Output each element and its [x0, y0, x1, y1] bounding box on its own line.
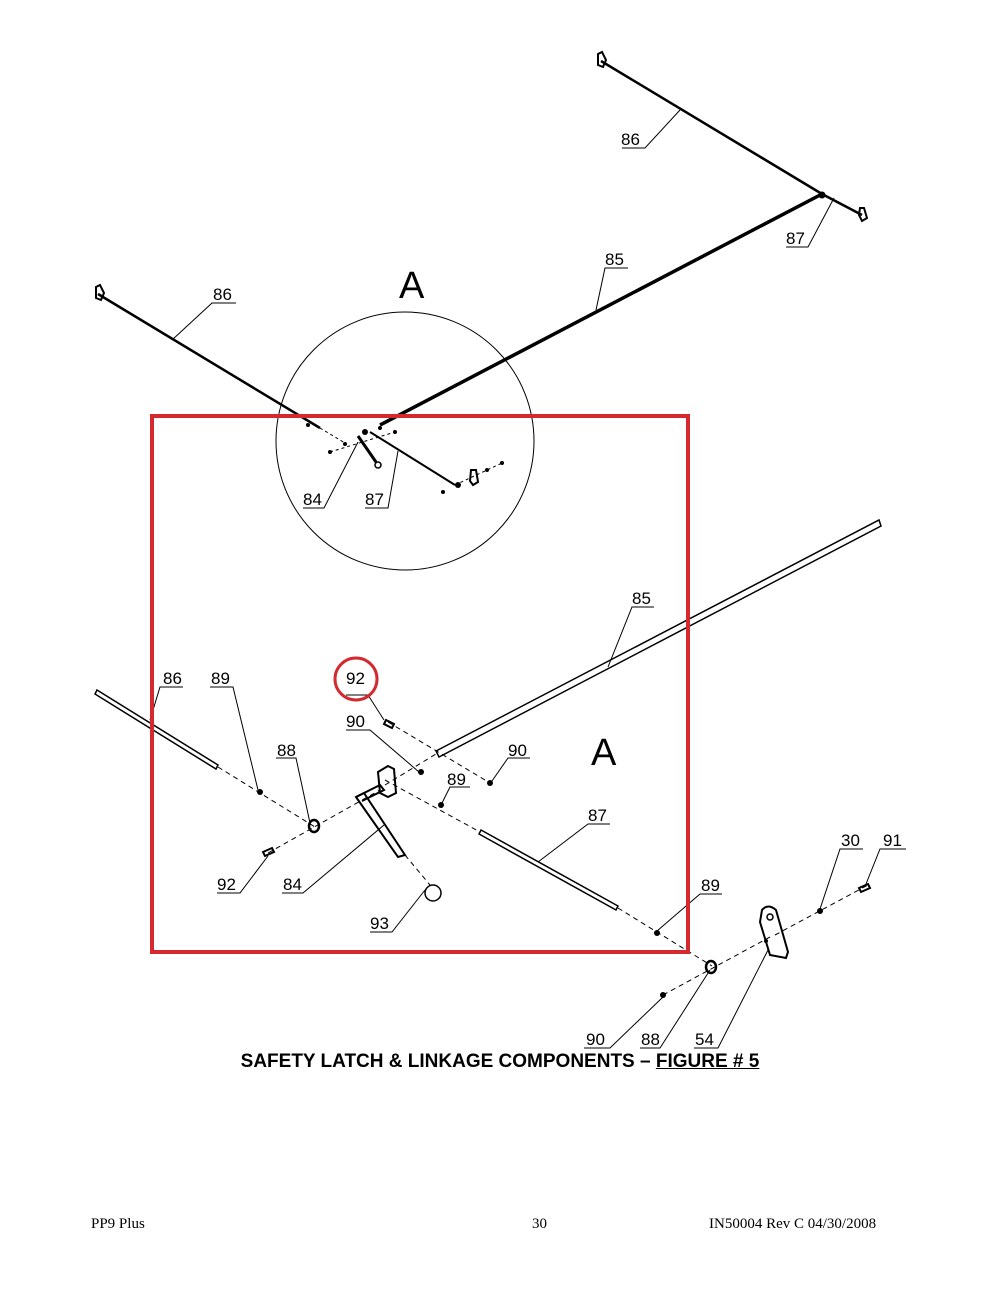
callout-85: 85: [605, 250, 624, 269]
callout-underlines: [346, 694, 368, 731]
caption-text: SAFETY LATCH & LINKAGE COMPONENTS –: [240, 1051, 656, 1072]
clip-dots: [257, 769, 823, 998]
mini-rod-87: [369, 431, 456, 486]
rod-86-right-tail: [821, 192, 863, 217]
mini-rod-left: [319, 427, 346, 444]
callout-84: 84: [283, 875, 302, 894]
callout-86: 86: [213, 285, 232, 304]
footer-doc-revision: IN50004 Rev C 04/30/2008: [709, 1216, 877, 1232]
callout-84: 84: [303, 490, 322, 509]
clevis-right: [857, 207, 869, 223]
figure-caption: SAFETY LATCH & LINKAGE COMPONENTS – FIGU…: [0, 1051, 1000, 1073]
latch-arm-84: [354, 791, 407, 859]
rod-85: [434, 518, 882, 759]
top-callouts: 86 87 85 86 84 87 A: [213, 130, 805, 509]
callout-87: 87: [588, 806, 607, 825]
footer-model: PP9 Plus: [91, 1216, 145, 1232]
latch-crank: [355, 783, 386, 802]
bracket-54-hole: [766, 913, 774, 921]
latch-bracket: [376, 764, 398, 799]
pin-91: [857, 882, 872, 894]
callout-90: 90: [508, 741, 527, 760]
pin-92-bottom: [261, 846, 276, 858]
detail-circle-a: [275, 311, 535, 571]
top-assembly-view: [95, 50, 869, 571]
bushing-88: [307, 818, 321, 834]
callout-87: 87: [365, 490, 384, 509]
callout-90: 90: [586, 1030, 605, 1049]
callout-86: 86: [163, 669, 182, 688]
callout-86: 86: [621, 130, 640, 149]
mini-dash-right: [454, 462, 503, 486]
bushing-88-lower: [704, 959, 718, 975]
mini-latch-84: [356, 435, 378, 463]
callout-89: 89: [211, 669, 230, 688]
detail-callouts: 85 86 89 92 90 90 88 89 87 30 91 89 92 8…: [163, 589, 902, 1049]
centerlines: [217, 721, 869, 996]
callout-54: 54: [695, 1030, 714, 1049]
detail-leaders: [149, 606, 906, 1049]
figure-number: FIGURE # 5: [655, 1051, 760, 1072]
detail-letter: A: [399, 265, 425, 307]
footer-page-number: 30: [532, 1216, 547, 1232]
mini-dash-lower: [329, 431, 396, 453]
rod-86-left: [97, 292, 321, 430]
callout-90: 90: [346, 712, 365, 731]
bracket-54: [758, 905, 790, 960]
clevis-top: [597, 50, 608, 69]
callout-93: 93: [370, 914, 389, 933]
callout-87: 87: [786, 229, 805, 248]
callout-89: 89: [701, 876, 720, 895]
callout-88: 88: [277, 741, 296, 760]
callout-89: 89: [447, 770, 466, 789]
pin-92-top: [382, 718, 396, 730]
rod-87: [478, 828, 619, 912]
callout-92: 92: [217, 875, 236, 894]
rod-85-top: [379, 192, 823, 427]
highlight-circle: [333, 656, 379, 702]
top-leaders: [171, 109, 835, 509]
rod-86: [94, 688, 219, 771]
callout-92: 92: [346, 669, 365, 688]
callout-30: 30: [841, 831, 860, 850]
mini-clevis: [468, 469, 480, 487]
detail-letter: A: [591, 732, 617, 774]
detail-view-a: [94, 518, 882, 998]
highlight-box: [150, 414, 690, 954]
mini-knob: [374, 461, 382, 469]
callout-91: 91: [883, 831, 902, 850]
callout-88: 88: [641, 1030, 660, 1049]
rod-86-right: [600, 59, 823, 196]
mini-pins: [306, 423, 504, 494]
callout-85: 85: [632, 589, 651, 608]
knob-93: [424, 884, 442, 902]
clevis-left: [95, 283, 106, 302]
